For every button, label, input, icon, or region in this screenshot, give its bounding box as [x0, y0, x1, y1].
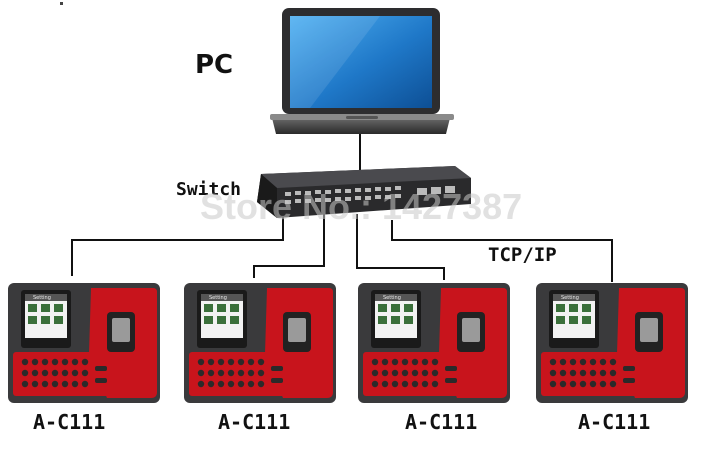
wire-device-4	[391, 220, 613, 282]
device-model-label: A-C111	[578, 410, 651, 434]
wire-device-3	[356, 214, 445, 280]
corner-dot	[60, 2, 63, 5]
wire-device-1	[71, 205, 284, 276]
device-model-label: A-C111	[33, 410, 106, 434]
watermark-text: Store No.: 1427387	[200, 186, 523, 227]
device-model-label: A-C111	[218, 410, 291, 434]
device-screen-title: Setting	[383, 295, 401, 301]
attendance-device-3	[357, 282, 511, 406]
attendance-device-1	[7, 282, 161, 406]
fingerprint-terminal-icon	[358, 283, 510, 403]
pc-label: PC	[195, 50, 234, 80]
device-screen-title: Setting	[33, 295, 51, 301]
device-model-label: A-C111	[405, 410, 478, 434]
fingerprint-terminal-icon	[8, 283, 160, 403]
device-screen-title: Setting	[209, 295, 227, 301]
device-screen-title: Setting	[561, 295, 579, 301]
wire-device-2	[253, 210, 325, 278]
switch-label: Switch	[176, 179, 242, 200]
protocol-label: TCP/IP	[488, 244, 557, 266]
attendance-device-2	[183, 282, 337, 406]
attendance-device-4	[535, 282, 689, 406]
network-switch-icon	[257, 166, 471, 218]
laptop-icon	[270, 8, 454, 134]
fingerprint-terminal-icon	[184, 283, 336, 403]
fingerprint-terminal-icon	[536, 283, 688, 403]
